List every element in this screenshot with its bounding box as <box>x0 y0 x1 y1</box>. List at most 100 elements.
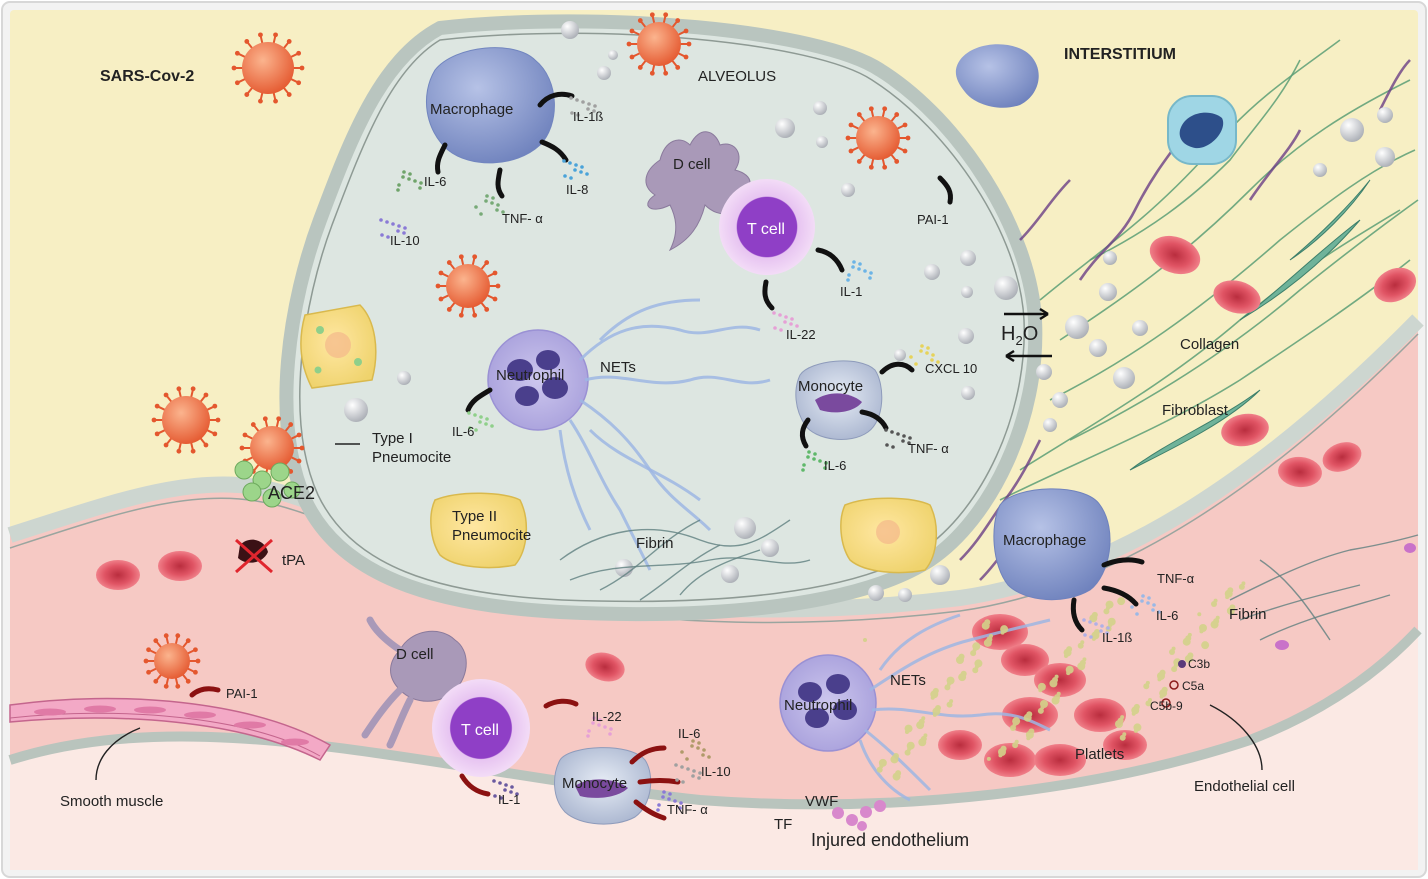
alveolus-label: ALVEOLUS <box>698 68 776 85</box>
pearl <box>1089 339 1107 357</box>
cytokine-dot <box>1157 610 1161 614</box>
alveolar-il1b-label: IL-1ß <box>573 109 603 124</box>
type-i-pneumocyte <box>300 304 377 389</box>
pearl <box>930 565 950 585</box>
platelet <box>972 642 981 651</box>
alveolar-il8-label: IL-8 <box>566 182 588 197</box>
pearl <box>868 585 884 601</box>
platelet <box>1028 728 1035 735</box>
cytokine-dot <box>1140 599 1144 603</box>
virus-particle <box>845 106 911 170</box>
cytokine-dot <box>1130 605 1134 609</box>
cytokine-dot <box>418 186 422 190</box>
cytokine-dot <box>789 322 793 326</box>
cytokine-dot <box>685 757 689 761</box>
cytokine-dot <box>484 422 488 426</box>
alveolar-il22-label: IL-22 <box>786 327 816 342</box>
pearl <box>994 276 1018 300</box>
interstitium-label: INTERSTITIUM <box>1064 46 1176 63</box>
alveolar-macrophage-label: Macrophage <box>430 101 513 118</box>
cytokine-dot <box>680 750 684 754</box>
alveolar-dcell-label: D cell <box>673 156 711 173</box>
cytokine-dot <box>473 413 477 417</box>
platelet <box>1148 698 1152 702</box>
cytokine-dot <box>1083 633 1087 637</box>
cytokine-dot <box>593 104 597 108</box>
vessel-tnfa-m-label: TNF- α <box>667 802 708 817</box>
cytokine-dot <box>697 741 701 745</box>
platelet <box>1227 587 1234 594</box>
cytokine-dot <box>702 748 706 752</box>
cytokine-dot <box>678 806 682 810</box>
water-exchange-arrows[interactable] <box>1004 307 1052 363</box>
platelet <box>1080 640 1085 645</box>
cytokine-dot <box>930 358 934 362</box>
pearl <box>1099 283 1117 301</box>
platelet <box>949 699 954 704</box>
platelet <box>1082 657 1087 662</box>
cytokine-dot <box>1135 612 1139 616</box>
collagen-fibers <box>959 39 1419 581</box>
platelet <box>989 634 993 638</box>
vessel-lower-endothelium <box>8 626 1422 810</box>
cytokine-dot <box>499 796 503 800</box>
cytokine-dot <box>914 362 918 366</box>
vessel-dendritic-cell <box>361 616 494 749</box>
cytokine-dot <box>609 727 613 731</box>
cytokine-dot <box>585 172 589 176</box>
cytokine-dot <box>597 723 601 727</box>
cytokine-dot <box>413 179 417 183</box>
platelet <box>1014 739 1019 744</box>
platelet <box>1040 700 1048 708</box>
cytokine-dot <box>707 755 711 759</box>
water-label: H2O <box>1001 323 1038 348</box>
cytokine-dot <box>885 443 889 447</box>
pearl <box>1103 251 1117 265</box>
pearl <box>561 21 579 39</box>
platelet <box>986 756 991 761</box>
cytokine-dot <box>701 753 705 757</box>
platelet <box>878 758 887 767</box>
cytokine-dot <box>691 739 695 743</box>
cytokine-dot <box>909 355 913 359</box>
cytokine-dot <box>884 428 888 432</box>
platelet <box>1241 581 1246 586</box>
cytokine-dot <box>568 161 572 165</box>
platelet <box>1037 682 1046 691</box>
complement-c5b9-label: C5b-9 <box>1150 699 1183 713</box>
alveolar-tcell-label: T cell <box>747 221 785 238</box>
injured-endothelium-label: Injured endothelium <box>811 830 969 850</box>
cytokine-dot <box>778 313 782 317</box>
vessel-nets-label: NETs <box>890 672 926 689</box>
cytokine-dot <box>868 276 872 280</box>
cytokine-dot <box>592 109 596 113</box>
platelet <box>1094 629 1100 635</box>
cytokine-dot <box>492 779 496 783</box>
vessel-pai1-label: PAI-1 <box>226 686 258 701</box>
cytokine-dot <box>478 420 482 424</box>
cytokine-dot <box>675 778 679 782</box>
cytokine-dot <box>657 803 661 807</box>
cytokine-dot <box>667 797 671 801</box>
cytokine-dot <box>509 790 513 794</box>
pearl <box>397 371 411 385</box>
platelet <box>893 753 899 759</box>
cytokine-dot <box>391 222 395 226</box>
cytokine-dot <box>846 278 850 282</box>
cytokine-dot <box>662 790 666 794</box>
vessel-tnfa-label: TNF-α <box>1157 571 1195 586</box>
cytokine-dot <box>907 441 911 445</box>
vessel-neutrophil-label: Neutrophil <box>784 697 852 714</box>
interstitial-red-blood-cells <box>1149 235 1417 488</box>
platelet <box>1026 711 1033 718</box>
platlets-label: Platlets <box>1075 746 1124 763</box>
cytokine-dot <box>490 424 494 428</box>
cytokine-dot <box>1100 624 1104 628</box>
platelet <box>863 638 867 642</box>
platelet <box>1145 680 1150 685</box>
type-ii-pneumocyte <box>430 492 528 569</box>
cytokine-dot <box>668 792 672 796</box>
cytokine-dot <box>503 788 507 792</box>
cytokine-dot <box>790 317 794 321</box>
